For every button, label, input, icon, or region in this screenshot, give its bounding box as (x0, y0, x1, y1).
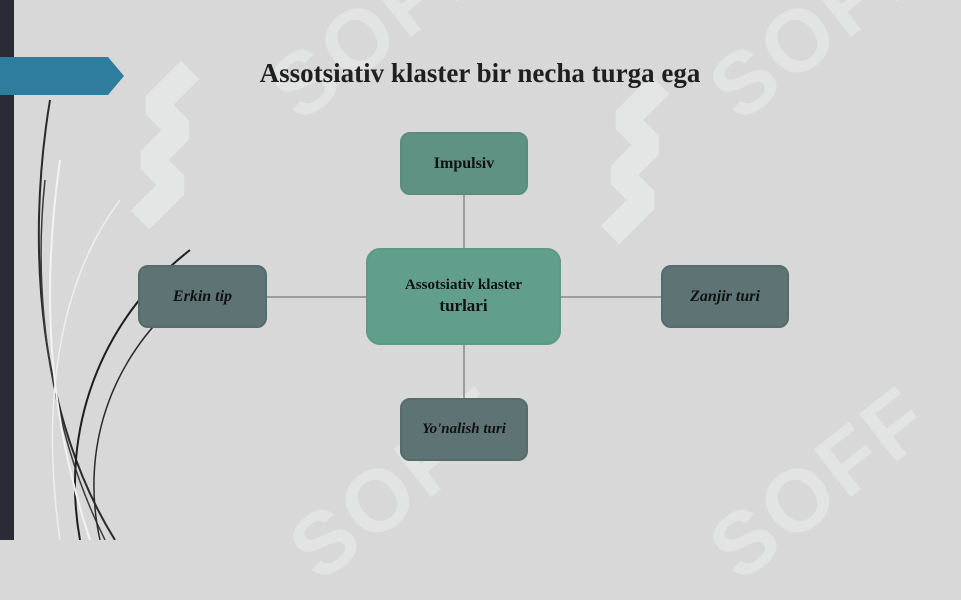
node-center-line1: Assotsiativ klaster (404, 276, 523, 293)
node-yonalish-turi: Yo'nalish turi (400, 398, 528, 461)
node-impulsiv-label: Impulsiv (433, 154, 495, 172)
connector-lines (267, 195, 661, 398)
node-erkin-tip: Erkin tip (138, 265, 267, 328)
left-dark-bar (0, 0, 14, 540)
accent-arrow-shape (0, 57, 124, 95)
node-zanjir-turi-label: Zanjir turi (690, 287, 760, 305)
node-impulsiv: Impulsiv (400, 132, 528, 195)
decorative-curves (37, 99, 191, 540)
slide-title: Assotsiativ klaster bir necha turga ega (259, 58, 701, 88)
node-erkin-tip-label: Erkin tip (172, 287, 233, 305)
node-center-line2: turlari (439, 296, 488, 316)
node-zanjir-turi: Zanjir turi (661, 265, 789, 328)
node-yonalish-turi-label: Yo'nalish turi (422, 421, 506, 437)
node-center: Assotsiativ klaster turlari (366, 248, 561, 345)
